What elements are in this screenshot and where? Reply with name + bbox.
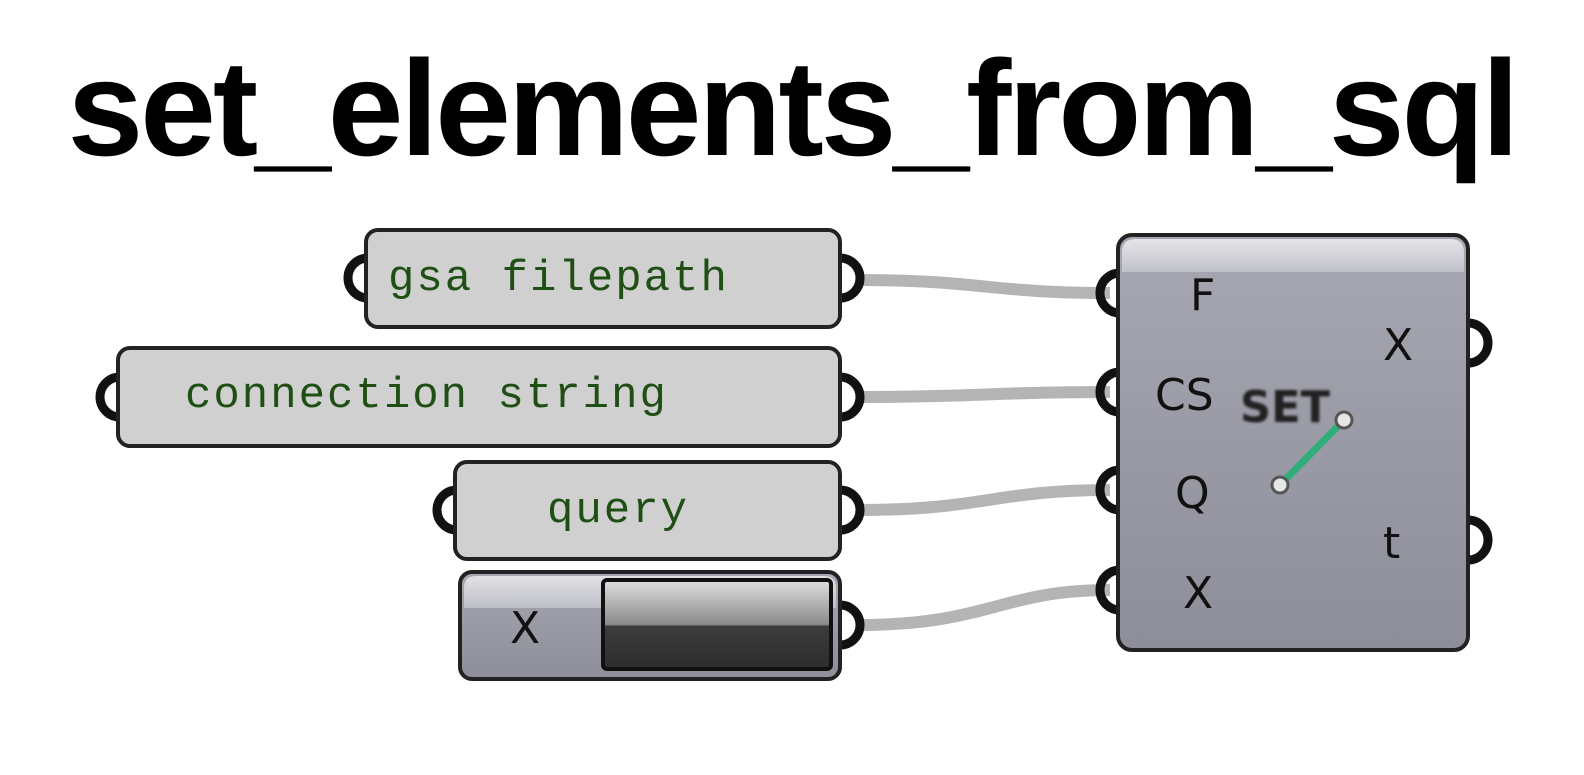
panel-gsa-filepath[interactable]: gsa filepath — [343, 228, 865, 329]
input-grip-Q[interactable] — [1095, 465, 1121, 515]
input-grip-X[interactable] — [1095, 565, 1121, 615]
input-grip-F[interactable] — [1095, 268, 1121, 318]
output-grip-t[interactable] — [1467, 515, 1493, 565]
panel-input-grip[interactable] — [343, 253, 369, 303]
icon-text: SET — [1240, 382, 1330, 433]
boolean-toggle[interactable]: X — [458, 570, 865, 681]
panel-query[interactable]: query — [432, 460, 865, 561]
input-label-F: F — [1190, 270, 1215, 321]
output-grip-X[interactable] — [1467, 318, 1493, 368]
input-label-CS: CS — [1155, 370, 1214, 421]
panel-connection-string[interactable]: connection string — [95, 346, 865, 448]
set-line-icon: SET — [1240, 382, 1354, 495]
panel-text: connection string — [185, 371, 668, 421]
toggle-label: X — [510, 603, 540, 654]
panel-input-grip[interactable] — [432, 485, 458, 535]
input-label-Q: Q — [1175, 468, 1210, 519]
panel-input-grip[interactable] — [95, 372, 121, 422]
output-label-t: t — [1383, 518, 1400, 569]
toggle-switch[interactable] — [601, 578, 833, 671]
panel-text: gsa filepath — [388, 254, 729, 304]
diagram-title: set_elements_from_sql — [67, 32, 1520, 184]
panel-output-grip[interactable] — [839, 372, 865, 422]
panel-output-grip[interactable] — [839, 253, 865, 303]
input-grip-CS[interactable] — [1095, 367, 1121, 417]
wire-filepath-to-F — [857, 274, 1111, 299]
output-label-X: X — [1383, 320, 1413, 371]
wire-connection-to-CS — [857, 386, 1111, 403]
panel-output-grip[interactable] — [839, 485, 865, 535]
wire-query-to-Q — [857, 484, 1111, 516]
input-label-X: X — [1183, 568, 1213, 619]
set-component[interactable]: F CS Q X X t SET — [1095, 233, 1493, 652]
wires — [857, 274, 1111, 631]
wire-toggle-to-X — [857, 584, 1111, 631]
toggle-output-grip[interactable] — [839, 600, 865, 650]
panel-text: query — [547, 486, 689, 536]
